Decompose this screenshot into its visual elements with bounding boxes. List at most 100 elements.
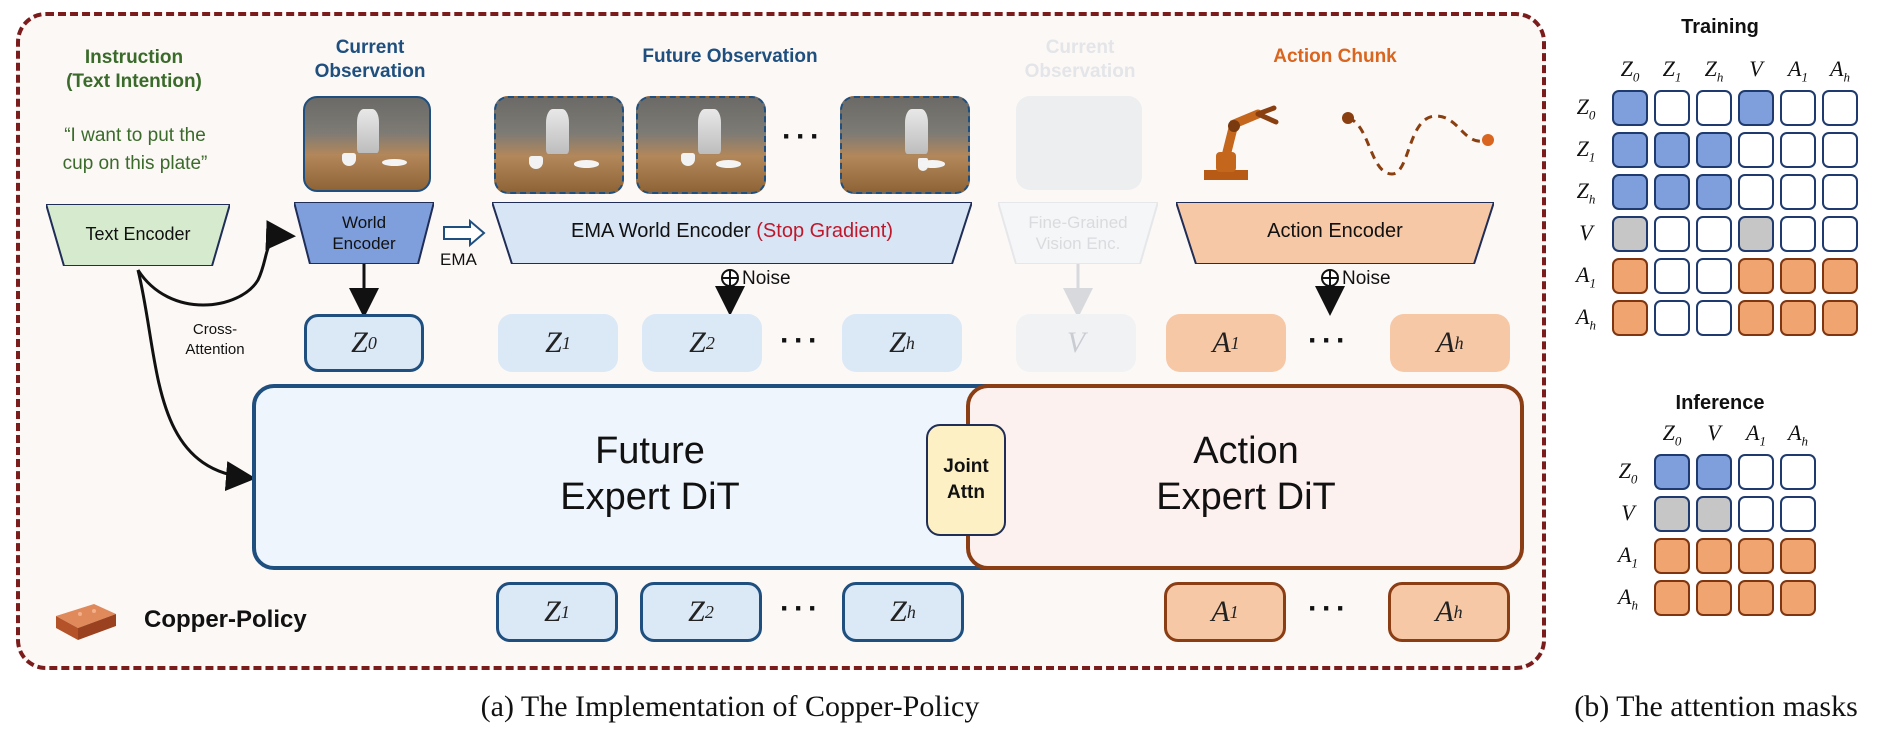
world-encoder-label: World Encoder <box>332 213 396 253</box>
inference-mask-cell <box>1738 538 1774 574</box>
training-mask-row-label: A1 <box>1576 262 1596 291</box>
training-mask-cell <box>1822 132 1858 168</box>
copper-policy-label: Copper-Policy <box>144 606 307 633</box>
training-mask-cell <box>1654 90 1690 126</box>
ema-arrow-icon <box>443 218 486 248</box>
training-mask-cell <box>1738 90 1774 126</box>
world-encoder-shape <box>294 202 434 264</box>
training-mask-cell <box>1738 132 1774 168</box>
current-observation-image <box>303 96 431 192</box>
training-mask-cell <box>1780 132 1816 168</box>
inference-mask-cell <box>1654 538 1690 574</box>
inference-mask-col-label: A1 <box>1746 420 1766 449</box>
token-ellipsis-lower-a: ··· <box>1308 592 1350 625</box>
training-mask-row-label: Zh <box>1576 178 1596 207</box>
fine-grained-encoder-shape <box>998 202 1158 264</box>
future-ellipsis: ··· <box>782 120 824 153</box>
training-mask-cell <box>1654 174 1690 210</box>
training-mask-cell <box>1612 300 1648 336</box>
action-expert-label: Action Expert DiT <box>1156 430 1336 518</box>
robot-arm-icon <box>1204 105 1279 180</box>
token-ellipsis-lower-z: ··· <box>780 592 822 625</box>
training-mask-cell <box>1780 300 1816 336</box>
inference-mask-cell <box>1696 496 1732 532</box>
noise-plus-icon <box>721 269 1339 287</box>
inference-mask-cell <box>1696 538 1732 574</box>
future-image-2 <box>636 96 766 194</box>
text-encoder-shape <box>46 204 230 266</box>
inference-mask-row-label: Z0 <box>1618 458 1638 487</box>
training-mask-cell <box>1654 300 1690 336</box>
training-mask-cell <box>1738 174 1774 210</box>
token-ellipsis-upper-a: ··· <box>1308 324 1350 357</box>
training-mask-cell <box>1612 258 1648 294</box>
text-encoder-label: Text Encoder <box>85 224 191 244</box>
token-ellipsis-upper-z: ··· <box>780 324 822 357</box>
inference-mask-cell <box>1654 580 1690 616</box>
training-mask-cell <box>1612 174 1648 210</box>
copper-brick-icon <box>56 604 116 640</box>
inference-mask-row-label: A1 <box>1618 542 1638 571</box>
future-observation-title: Future Observation <box>642 46 818 67</box>
future-image-1 <box>494 96 624 194</box>
training-mask-col-label: Zh <box>1704 56 1724 85</box>
training-mask-cell <box>1738 258 1774 294</box>
training-mask-cell <box>1738 216 1774 252</box>
training-mask-cell <box>1822 174 1858 210</box>
action-encoder-shape <box>1176 202 1494 264</box>
noise-label-action: Noise <box>1342 268 1391 289</box>
inference-mask-cell <box>1780 496 1816 532</box>
inference-mask-cell <box>1654 496 1690 532</box>
action-chunk-title: Action Chunk <box>1273 46 1397 67</box>
training-mask-cell <box>1696 174 1732 210</box>
inference-mask-cell <box>1780 538 1816 574</box>
inference-mask-col-label: Z0 <box>1662 420 1682 449</box>
inference-mask-cell <box>1780 454 1816 490</box>
cross-attention-arrow <box>136 269 256 492</box>
training-mask-cell <box>1780 258 1816 294</box>
training-mask-col-label: A1 <box>1788 56 1808 85</box>
ghost-observation-image <box>1016 96 1142 190</box>
training-mask-cell <box>1654 132 1690 168</box>
inference-mask-row-label: Ah <box>1618 584 1638 613</box>
training-mask-cell <box>1654 258 1690 294</box>
future-expert-label: Future Expert DiT <box>560 430 740 518</box>
training-mask-cell <box>1822 258 1858 294</box>
ema-world-encoder-label: EMA World Encoder (Stop Gradient) <box>492 220 972 243</box>
inference-mask-col-label: Ah <box>1788 420 1808 449</box>
cross-attention-label: Cross- Attention <box>185 321 245 358</box>
training-title: Training <box>1681 16 1759 38</box>
training-mask-cell <box>1612 216 1648 252</box>
current-observation-title: Current Observation <box>314 37 426 82</box>
caption-a: (a) The Implementation of Copper-Policy <box>480 690 980 723</box>
training-mask-cell <box>1822 216 1858 252</box>
training-mask-cell <box>1780 174 1816 210</box>
noise-label-future: Noise <box>742 268 791 289</box>
inference-title: Inference <box>1675 392 1765 414</box>
inference-mask-cell <box>1654 454 1690 490</box>
inference-mask-cell <box>1738 580 1774 616</box>
training-mask-cell <box>1696 258 1732 294</box>
training-mask-cell <box>1696 90 1732 126</box>
ema-label: EMA <box>440 250 477 269</box>
text-to-world-arrow <box>136 220 296 307</box>
future-expert-dit <box>252 384 1032 570</box>
training-mask-cell <box>1612 132 1648 168</box>
inference-mask-row-label: V <box>1621 500 1635 525</box>
training-mask-cell <box>1654 216 1690 252</box>
inference-mask-cell <box>1780 580 1816 616</box>
training-mask-cell <box>1738 300 1774 336</box>
training-mask-cell <box>1822 90 1858 126</box>
training-mask-cell <box>1696 216 1732 252</box>
action-encoder-label: Action Encoder <box>1267 220 1403 242</box>
training-mask-cell <box>1822 300 1858 336</box>
training-mask-cell <box>1780 216 1816 252</box>
token-v-ghost: V <box>1016 314 1136 372</box>
training-mask-cell <box>1780 90 1816 126</box>
training-mask-cell <box>1612 90 1648 126</box>
